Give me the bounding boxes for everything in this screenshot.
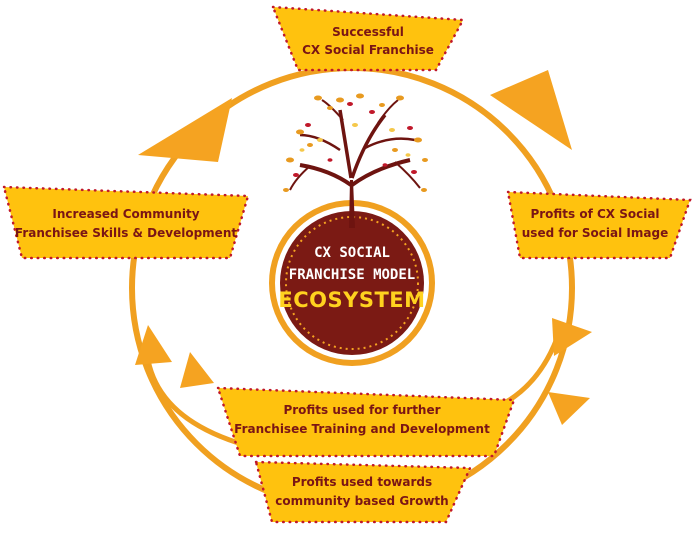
arrowhead-icon [138, 98, 232, 162]
node-bottom-training-line2: Franchisee Training and Development [234, 422, 490, 436]
node-right: Profits of CX Social used for Social Ima… [506, 190, 692, 260]
center-title-line2: FRANCHISE MODEL [289, 267, 415, 283]
node-right-line1: Profits of CX Social [530, 207, 659, 221]
node-bottom-growth-line1: Profits used towards [292, 475, 432, 489]
node-left-line1: Increased Community [52, 207, 199, 221]
node-bottom-training-line1: Profits used for further [283, 403, 440, 417]
node-top-line1: Successful [332, 25, 404, 39]
node-right-line2: used for Social Image [522, 226, 668, 240]
node-bottom-training: Profits used for further Franchisee Trai… [216, 386, 516, 458]
arrowhead-icon [548, 392, 590, 425]
node-top: Successful CX Social Franchise [271, 5, 466, 72]
center-title-line1: CX SOCIAL [314, 245, 390, 261]
node-bottom-growth-line2: community based Growth [275, 494, 448, 508]
node-left-line2: Franchisee Skills & Development [15, 226, 237, 240]
tree-icon [283, 93, 428, 228]
node-top-line2: CX Social Franchise [302, 43, 434, 57]
arrowhead-icon [180, 352, 214, 388]
inner-loop-right [489, 329, 563, 413]
arrowhead-icon [490, 70, 572, 150]
center-title-highlight: ECOSYSTEM [278, 288, 425, 312]
node-left: Increased Community Franchisee Skills & … [2, 185, 250, 260]
node-bottom-growth: Profits used towards community based Gro… [254, 460, 472, 524]
center-emblem: CX SOCIAL FRANCHISE MODEL ECOSYSTEM [269, 200, 435, 366]
arrowhead-icon [135, 325, 172, 365]
arrowhead-icon [552, 318, 592, 356]
inner-loop-left [145, 359, 246, 448]
